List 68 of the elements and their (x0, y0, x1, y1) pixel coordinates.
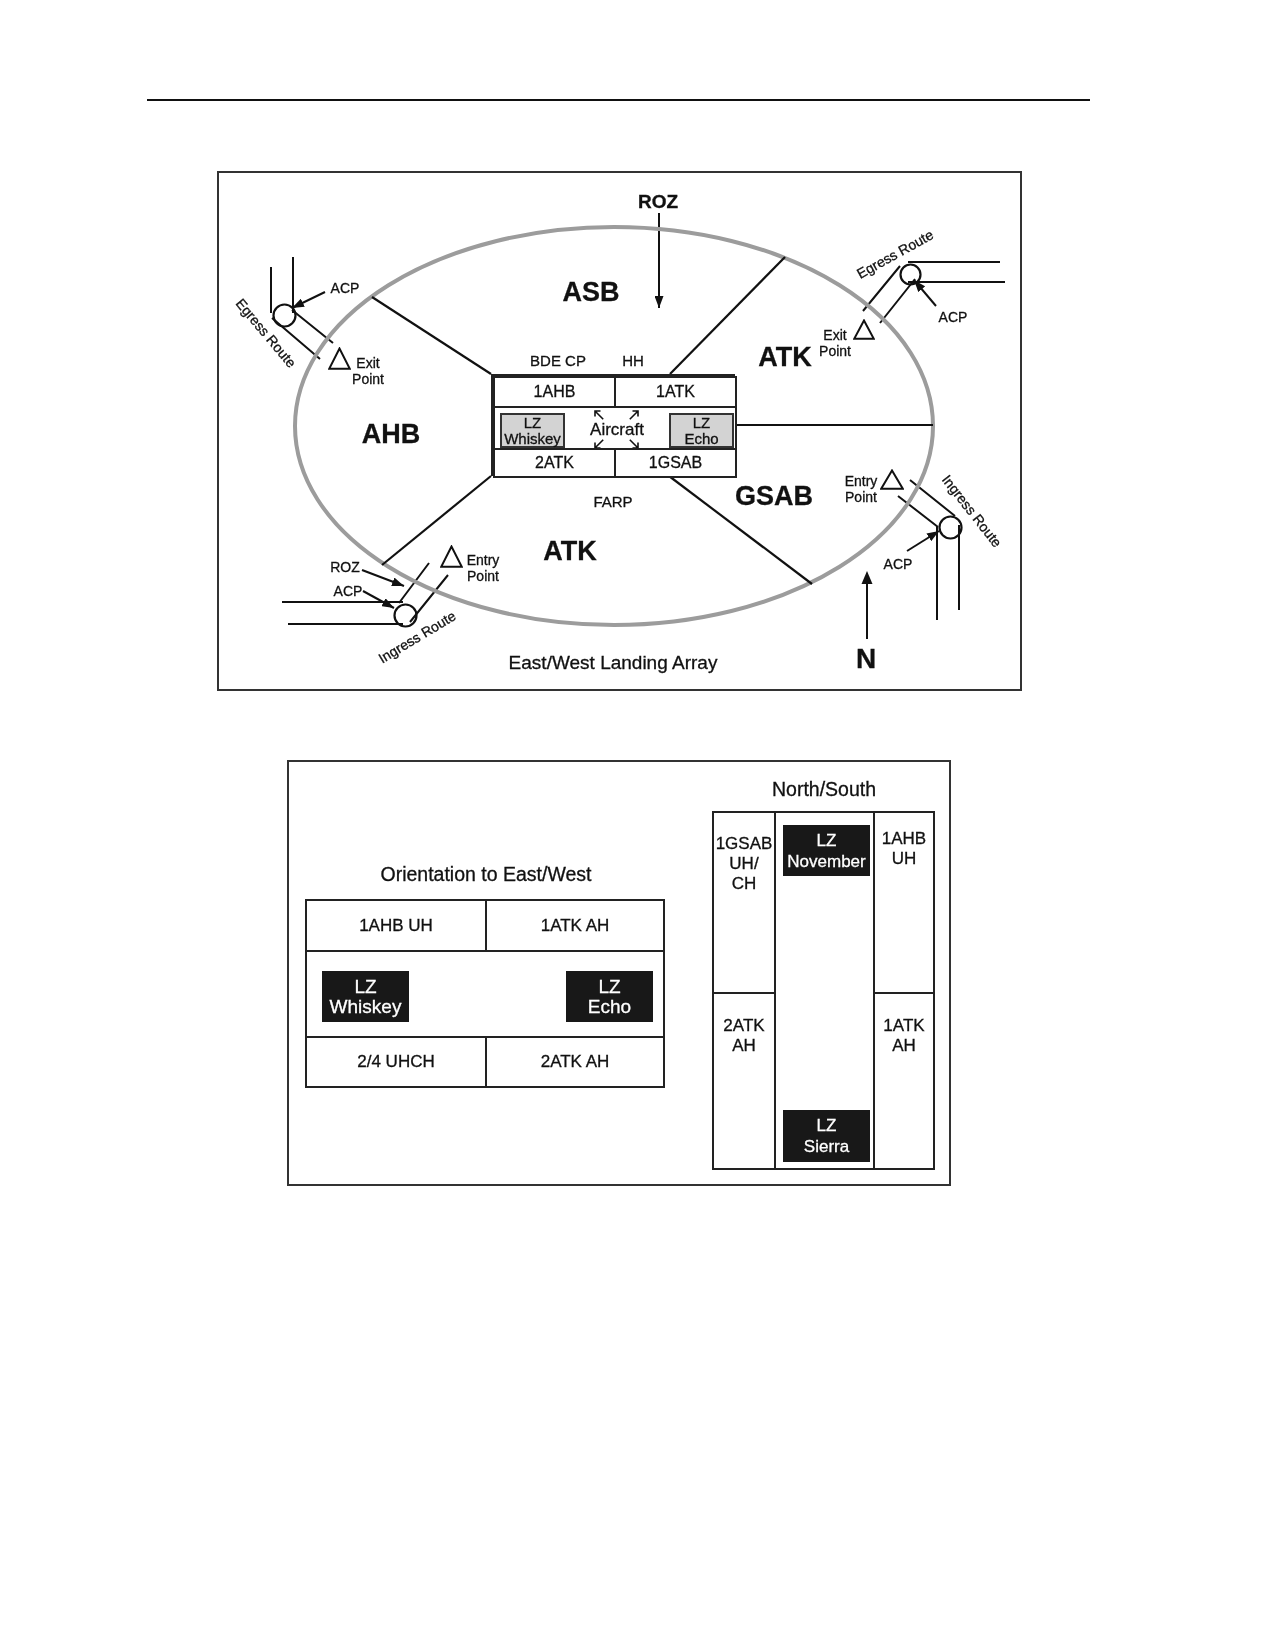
entry-point-triangle (880, 469, 904, 490)
aircraft-row (493, 406, 737, 450)
point-label: Entry Point (466, 552, 500, 584)
landing-zone-box: LZ Echo (669, 413, 734, 448)
aircraft-label: Aircraft (590, 420, 644, 438)
diagram-panel (217, 171, 1022, 691)
route-corridor (936, 524, 960, 621)
zone-label: ROZ (637, 191, 679, 213)
area-label: FARP (593, 492, 633, 510)
landing-zone-column (774, 811, 875, 1170)
unit-cell: 2/4 UHCH (305, 1036, 487, 1088)
unit-cell: 2ATK (493, 448, 616, 478)
landing-zone-box: LZ November (783, 825, 870, 876)
leader-arrow (361, 569, 405, 587)
table-title: North/South (771, 778, 877, 800)
unit-cell: 2ATK AH (485, 1036, 665, 1088)
unit-cell: 1GSAB (614, 448, 737, 478)
point-label: Entry Point (844, 473, 878, 505)
unit-cell: 1ATK AH (485, 899, 665, 952)
control-point-label: ACP (333, 583, 363, 599)
route-corridor (897, 479, 956, 528)
route-corridor (907, 261, 1006, 283)
leader-arrow (654, 212, 664, 309)
unit-cell: 2ATK AH (712, 992, 776, 1170)
leader-arrow (291, 291, 326, 309)
area-label: BDE CP (530, 351, 586, 369)
control-point-circle (898, 262, 922, 286)
unit-cell: 1GSAB UH/ CH (712, 811, 776, 994)
control-point-circle (271, 302, 297, 328)
diagram-panel (287, 760, 951, 1186)
unit-cell: 1AHB (493, 376, 616, 408)
north-label: N (855, 643, 877, 675)
exit-point-triangle (328, 347, 351, 370)
landing-zone-box: LZ Sierra (783, 1110, 870, 1162)
control-point-circle (937, 514, 963, 540)
unit-cell: 1ATK AH (873, 992, 935, 1170)
control-point-label: ACP (330, 280, 360, 296)
exit-point-triangle (853, 319, 875, 340)
entry-point-triangle (440, 545, 463, 568)
point-label: Exit Point (352, 355, 384, 387)
landing-zone-row (305, 950, 665, 1038)
unit-cell: 1AHB UH (305, 899, 487, 952)
caption-text: East/West Landing Array (508, 652, 718, 674)
sector-label: ASB (562, 276, 620, 308)
point-label: Exit Point (819, 327, 851, 359)
landing-zone-box: LZ Whiskey (500, 413, 565, 448)
route-corridor (270, 256, 294, 314)
control-point-label: ACP (938, 309, 968, 325)
area-label: HH (622, 351, 644, 369)
route-corridor (281, 601, 404, 625)
route-corridor (398, 562, 449, 623)
sector-label: AHB (361, 418, 421, 450)
table-title: Orientation to East/West (380, 863, 592, 885)
route-corridor (862, 265, 916, 324)
route-corridor (271, 309, 334, 360)
sector-label: GSAB (735, 480, 813, 512)
sector-label: ATK (758, 341, 812, 373)
unit-cell: 1ATK (614, 376, 737, 408)
control-point-circle (392, 602, 418, 628)
landing-zone-box: LZ Whiskey (322, 971, 409, 1022)
leader-arrow (362, 590, 395, 609)
sector-label: ATK (543, 535, 597, 567)
unit-cell: 1AHB UH (873, 811, 935, 994)
landing-area-box (491, 374, 735, 476)
zone-label: ROZ (330, 559, 360, 575)
landing-zone-box: LZ Echo (566, 971, 653, 1022)
leader-arrow (913, 279, 937, 307)
control-point-label: ACP (883, 556, 913, 572)
